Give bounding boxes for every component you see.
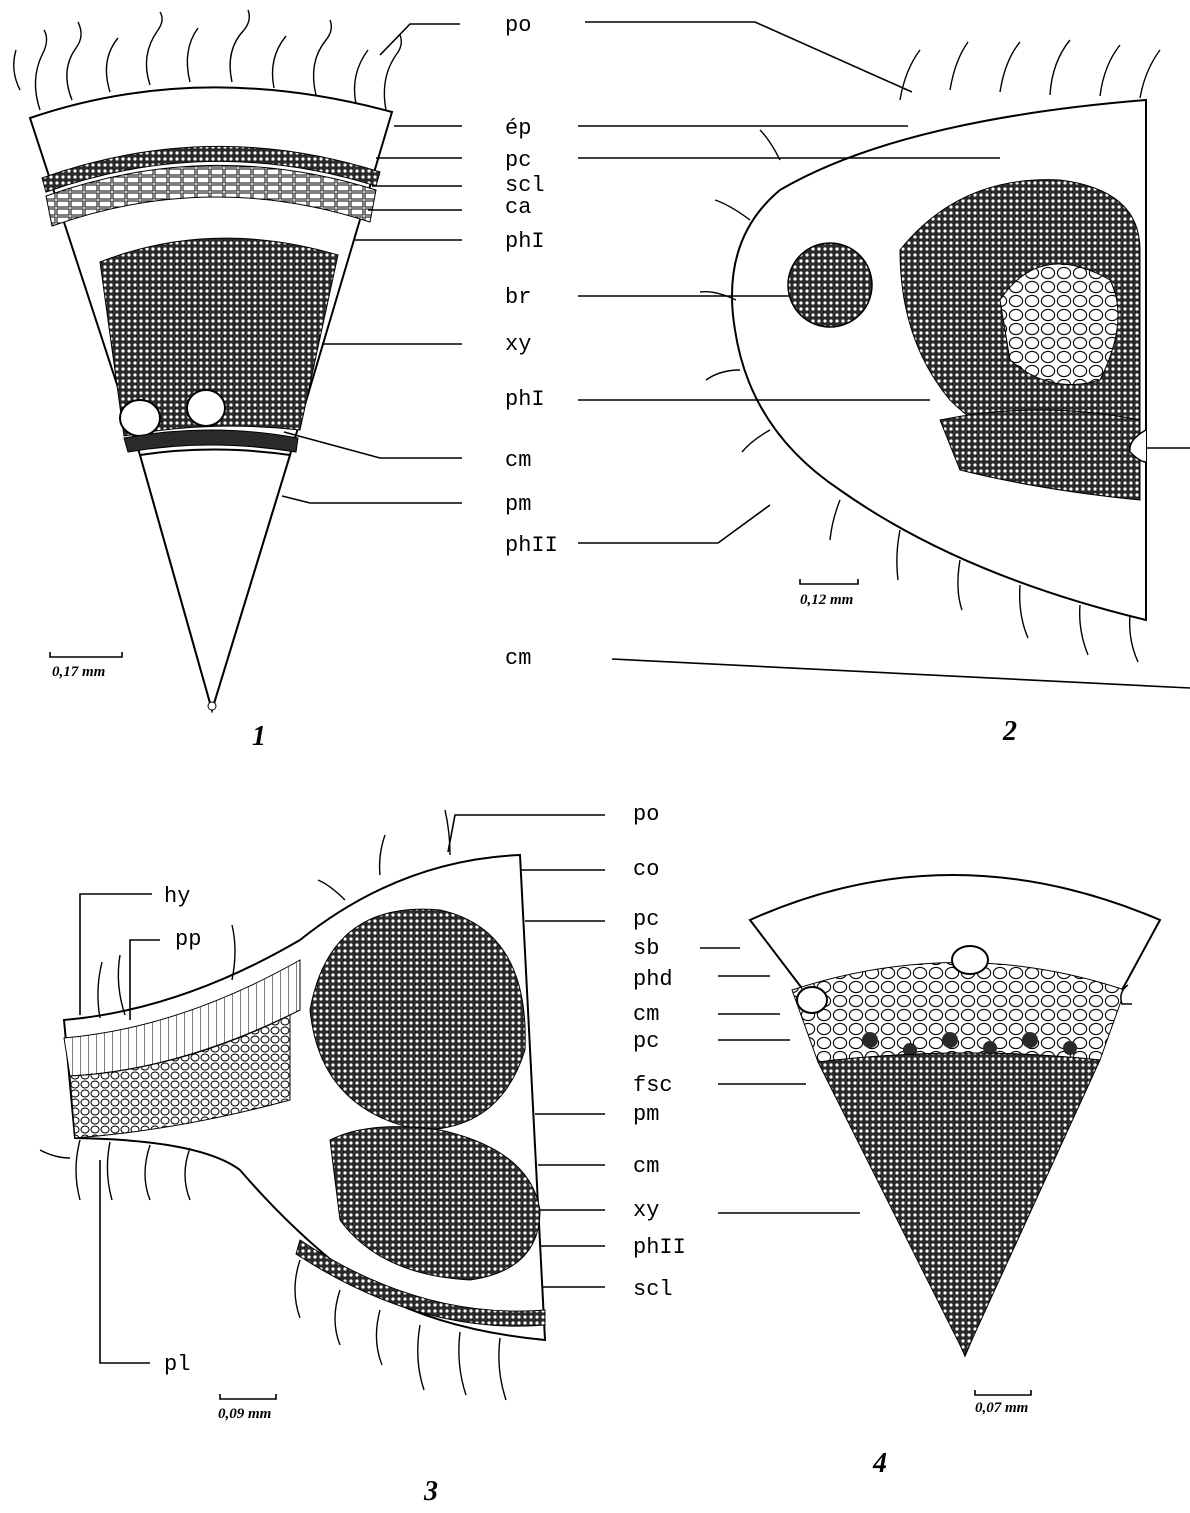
label-pp: pp — [175, 927, 201, 952]
figure-2-drawing — [700, 40, 1160, 662]
scale-bar-fig4: 0,07 mm — [975, 1390, 1031, 1416]
figure-4: sb phd cm pc fsc 0,07 mm 4 — [633, 875, 1160, 1479]
scale-label-fig4: 0,07 mm — [975, 1400, 1028, 1416]
scale-bar-fig1: 0,17 mm — [50, 652, 122, 680]
label-fsc: fsc — [633, 1073, 673, 1098]
label-xy: xy — [505, 332, 531, 357]
scale-label-fig3: 0,09 mm — [218, 1406, 271, 1422]
label-pl: pl — [164, 1352, 190, 1377]
label-cm-fig3: cm — [633, 1154, 659, 1179]
label-pm: pm — [505, 492, 531, 517]
label-po-fig3: po — [633, 802, 659, 827]
figure-number-3: 3 — [423, 1476, 438, 1507]
figure-3: po co pc hy pp pm cm xy phII scl pl 0,09… — [40, 802, 686, 1507]
label-cm-fig4: cm — [633, 1002, 659, 1027]
label-pm-fig3: pm — [633, 1102, 659, 1127]
figure-3-drawing — [40, 810, 545, 1400]
label-phI-2: phI — [505, 387, 545, 412]
figure-number-1: 1 — [252, 721, 266, 752]
label-po: po — [505, 13, 531, 38]
scale-label-fig2: 0,12 mm — [800, 592, 853, 608]
scale-bar-fig2: 0,12 mm — [800, 579, 858, 608]
figure-number-4: 4 — [872, 1448, 887, 1479]
label-scl-fig3: scl — [633, 1277, 673, 1302]
figure-2: 0,12 mm 2 — [578, 22, 1190, 747]
label-hy: hy — [164, 884, 190, 909]
scale-bar-fig3: 0,09 mm — [218, 1394, 276, 1422]
scale-label-fig1: 0,17 mm — [52, 664, 105, 680]
label-cm-2: cm — [505, 646, 531, 671]
label-pc-fig4: pc — [633, 1029, 659, 1054]
label-br: br — [505, 285, 531, 310]
label-phII-fig3: phII — [633, 1235, 686, 1260]
label-co: co — [633, 857, 659, 882]
label-pc: pc — [505, 148, 531, 173]
figure-number-2: 2 — [1002, 716, 1017, 747]
figure-4-drawing — [750, 875, 1160, 1355]
label-phII: phII — [505, 533, 558, 558]
label-phI: phI — [505, 229, 545, 254]
label-ca: ca — [505, 195, 531, 220]
label-pc-fig3: pc — [633, 907, 659, 932]
label-xy-fig3: xy — [633, 1198, 659, 1223]
label-cm: cm — [505, 448, 531, 473]
label-ep: ép — [505, 116, 531, 141]
figure-1-drawing — [14, 10, 402, 710]
label-phd: phd — [633, 967, 673, 992]
label-sb: sb — [633, 936, 659, 961]
figure-1: po ép pc scl ca phI br xy phI cm pm phII… — [14, 10, 558, 752]
